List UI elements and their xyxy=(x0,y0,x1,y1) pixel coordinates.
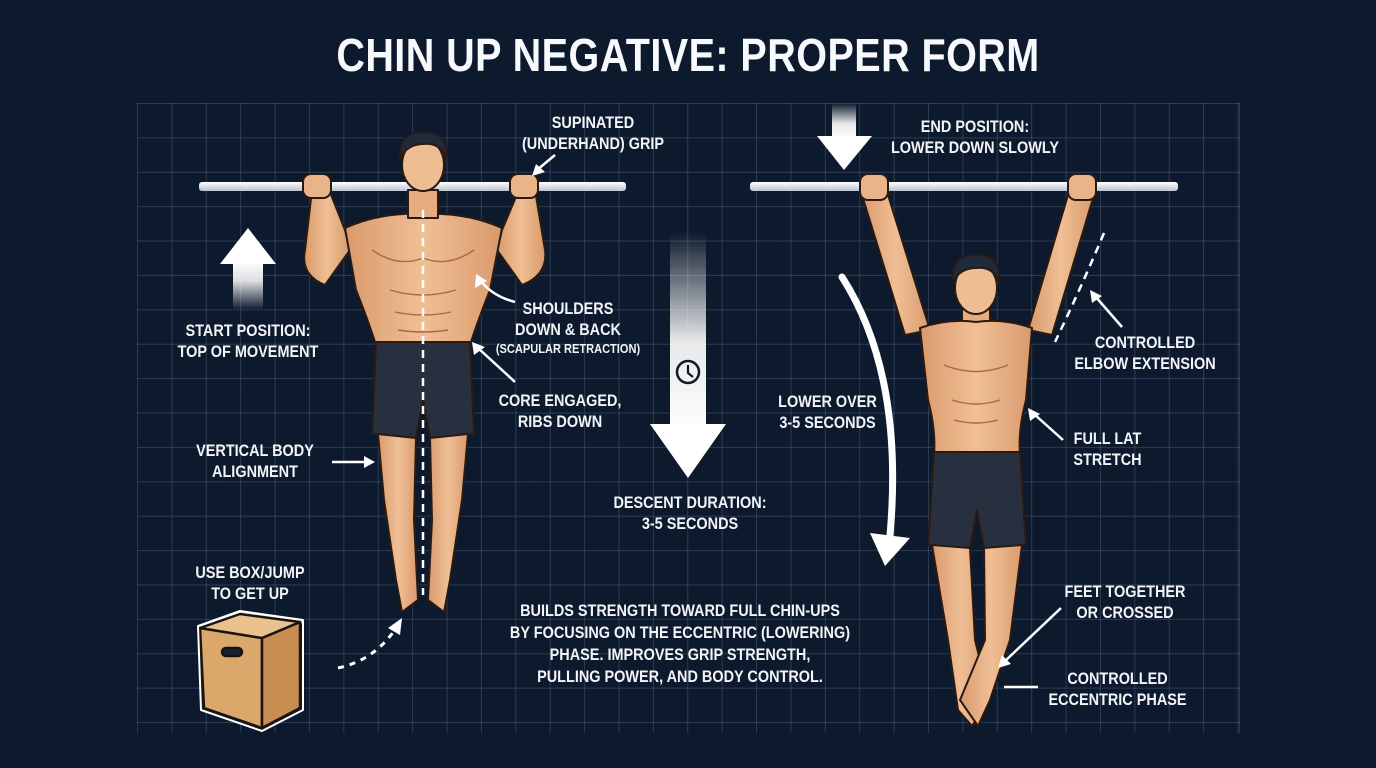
dashed-jump-arrow-icon xyxy=(337,627,398,670)
page-title: CHIN UP NEGATIVE: PROPER FORM xyxy=(336,29,1040,81)
end-position-label: END POSITION: LOWER DOWN SLOWLY xyxy=(890,117,1060,157)
core-label: CORE ENGAGED, RIBS DOWN xyxy=(498,391,622,431)
shoulders-label: SHOULDERS DOWN & BACK (SCAPULAR RETRACTI… xyxy=(495,299,641,356)
start-position-label: START POSITION: TOP OF MOVEMENT xyxy=(177,321,319,361)
lat-stretch-label: FULL LAT STRETCH xyxy=(1073,429,1142,469)
box-label: USE BOX/JUMP TO GET UP xyxy=(195,563,305,603)
lower-over-label: LOWER OVER 3-5 SECONDS xyxy=(778,392,877,432)
clock-icon xyxy=(675,359,701,385)
plyo-box-icon xyxy=(197,610,304,732)
alignment-label: VERTICAL BODY ALIGNMENT xyxy=(196,441,314,481)
descent-duration-label: DESCENT DURATION: 3-5 SECONDS xyxy=(613,493,767,533)
pull-up-bar-right xyxy=(750,182,1178,191)
athlete-start-position xyxy=(302,131,547,613)
end-down-arrow-icon xyxy=(817,103,872,170)
summary-text: BUILDS STRENGTH TOWARD FULL CHIN-UPS BY … xyxy=(509,601,851,686)
arrowheads-left xyxy=(364,164,545,468)
elbow-extension-label: CONTROLLED ELBOW EXTENSION xyxy=(1074,333,1216,373)
eccentric-phase-label: CONTROLLED ECCENTRIC PHASE xyxy=(1048,669,1187,709)
arrowheads-right xyxy=(998,290,1102,668)
leader-arrows-right xyxy=(1003,295,1123,689)
curved-arrow-icon xyxy=(838,273,910,566)
up-arrow-icon xyxy=(220,228,276,310)
grip-label: SUPINATED (UNDERHAND) GRIP xyxy=(521,113,665,153)
elbow-extension-dashed-line xyxy=(1053,232,1106,343)
down-arrow-icon xyxy=(650,232,726,478)
athlete-end-position xyxy=(859,173,1097,727)
feet-label: FEET TOGETHER OR CROSSED xyxy=(1064,582,1186,622)
